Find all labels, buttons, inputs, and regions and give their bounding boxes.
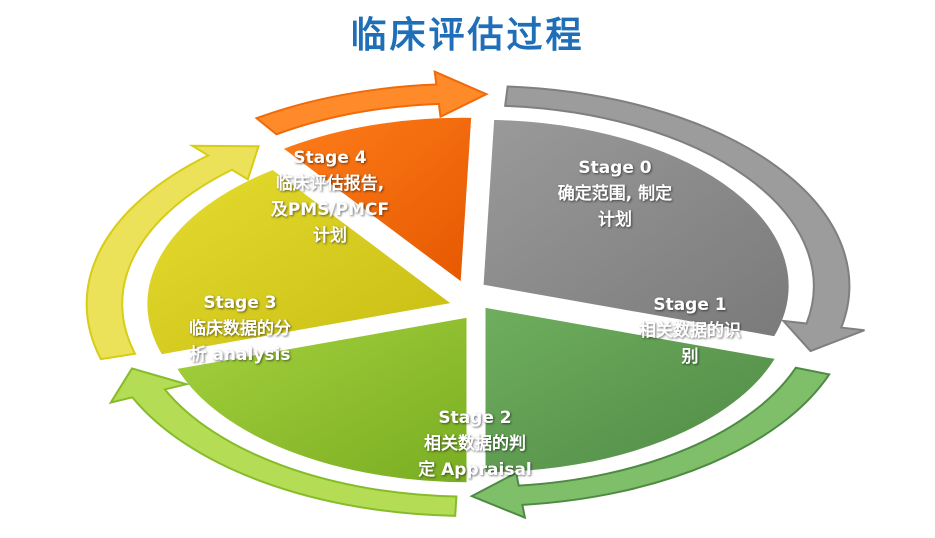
stage4-title: Stage 4 [293,148,367,168]
stage4-text-line: 及PMS/PMCF [270,200,390,220]
stage-1-sector [482,304,780,476]
stage3-text-line: 析 analysis [189,345,291,365]
stage-3-arrow [85,144,260,361]
stage-3-sector [144,166,458,358]
stage2-label: Stage 2 相关数据的判定 Appraisal [360,405,590,483]
stage0-title: Stage 0 [578,158,652,178]
page-title: 临床评估过程 [350,15,585,56]
stage-2-arrow [108,367,458,517]
stage1-text-line: 相关数据的识 [639,321,741,341]
stage-2-sector [172,314,470,486]
stage-0-sector [480,116,792,340]
stage-4-sector [277,114,475,287]
stage4-label: Stage 4 临床评估报告, 及PMS/PMCF 计划 [200,145,460,249]
stage2-text-line: 相关数据的判 [424,434,526,454]
stage0-label: Stage 0 确定范围, 制定计划 [490,155,740,233]
stage3-text-line: 临床数据的分 [189,319,291,339]
stage-1-arrow [469,366,831,520]
stage0-text-line: 计划 [598,210,632,230]
stage1-title: Stage 1 [653,295,727,315]
stage1-label: Stage 1 相关数据的识别 [585,292,795,370]
stage0-text-line: 确定范围, 制定 [557,184,673,204]
stage1-text-line: 别 [681,347,699,367]
stage-0-arrow [504,85,865,353]
stage3-label: Stage 3 临床数据的分析 analysis [130,290,350,368]
stage3-title: Stage 3 [203,293,277,313]
stage-4-arrow [254,70,489,136]
stage2-title: Stage 2 [438,408,512,428]
stage4-text-line: 计划 [313,226,347,246]
stage2-text-line: 定 Appraisal [418,460,532,480]
stage4-text-line: 临床评估报告, [275,174,385,194]
